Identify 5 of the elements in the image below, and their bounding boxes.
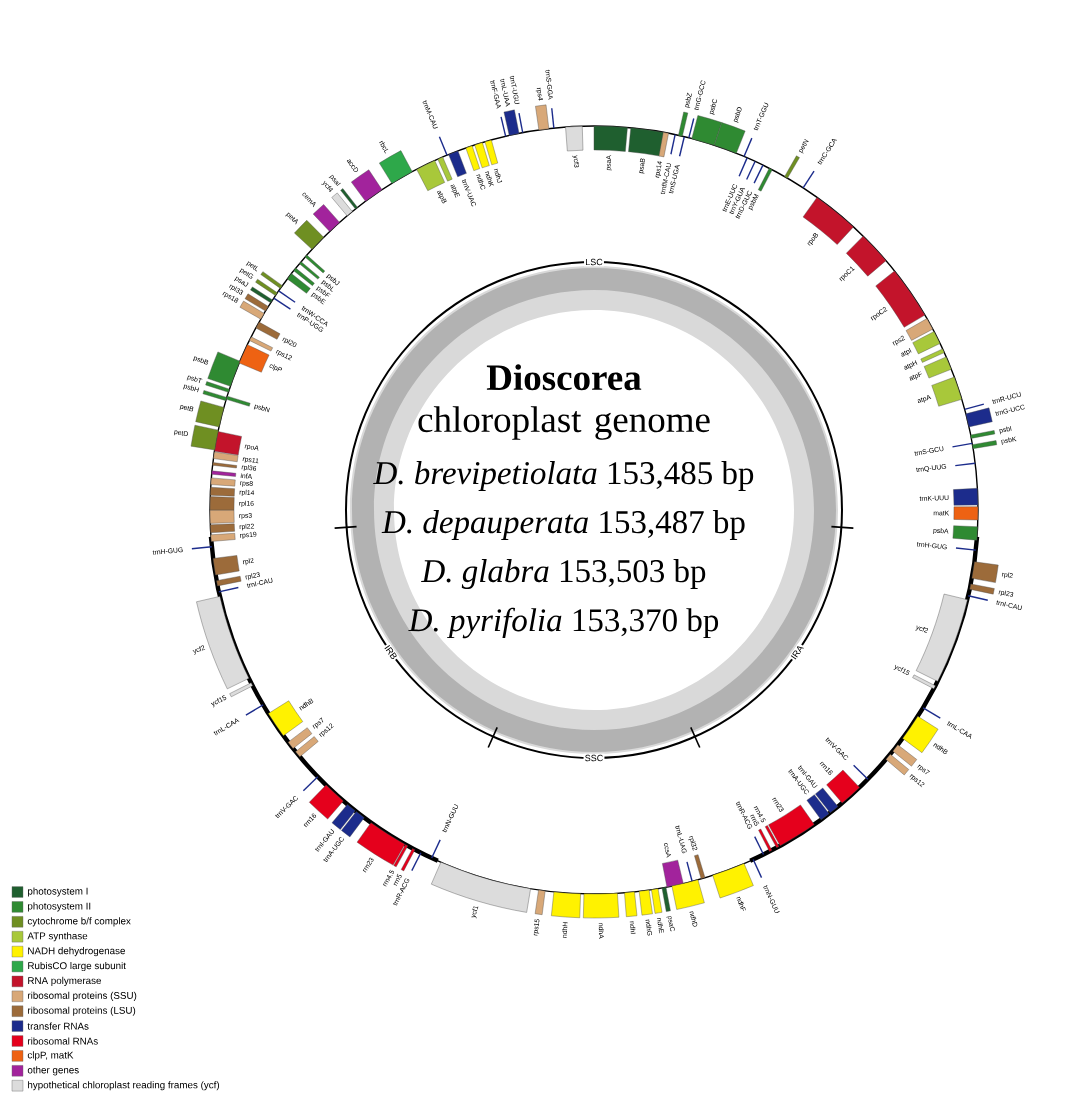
genome-size-label: D. brevipetiolata 153,485 bp [373,461,754,491]
genome-size-label: D. glabra 153,503 bp [421,559,706,589]
genome-size-label: D. depauperata 153,487 bp [381,510,745,540]
genome-size-label: D. pyrifolia 153,370 bp [408,607,719,639]
genome-title: Dioscorea chloroplast genome [418,364,710,440]
